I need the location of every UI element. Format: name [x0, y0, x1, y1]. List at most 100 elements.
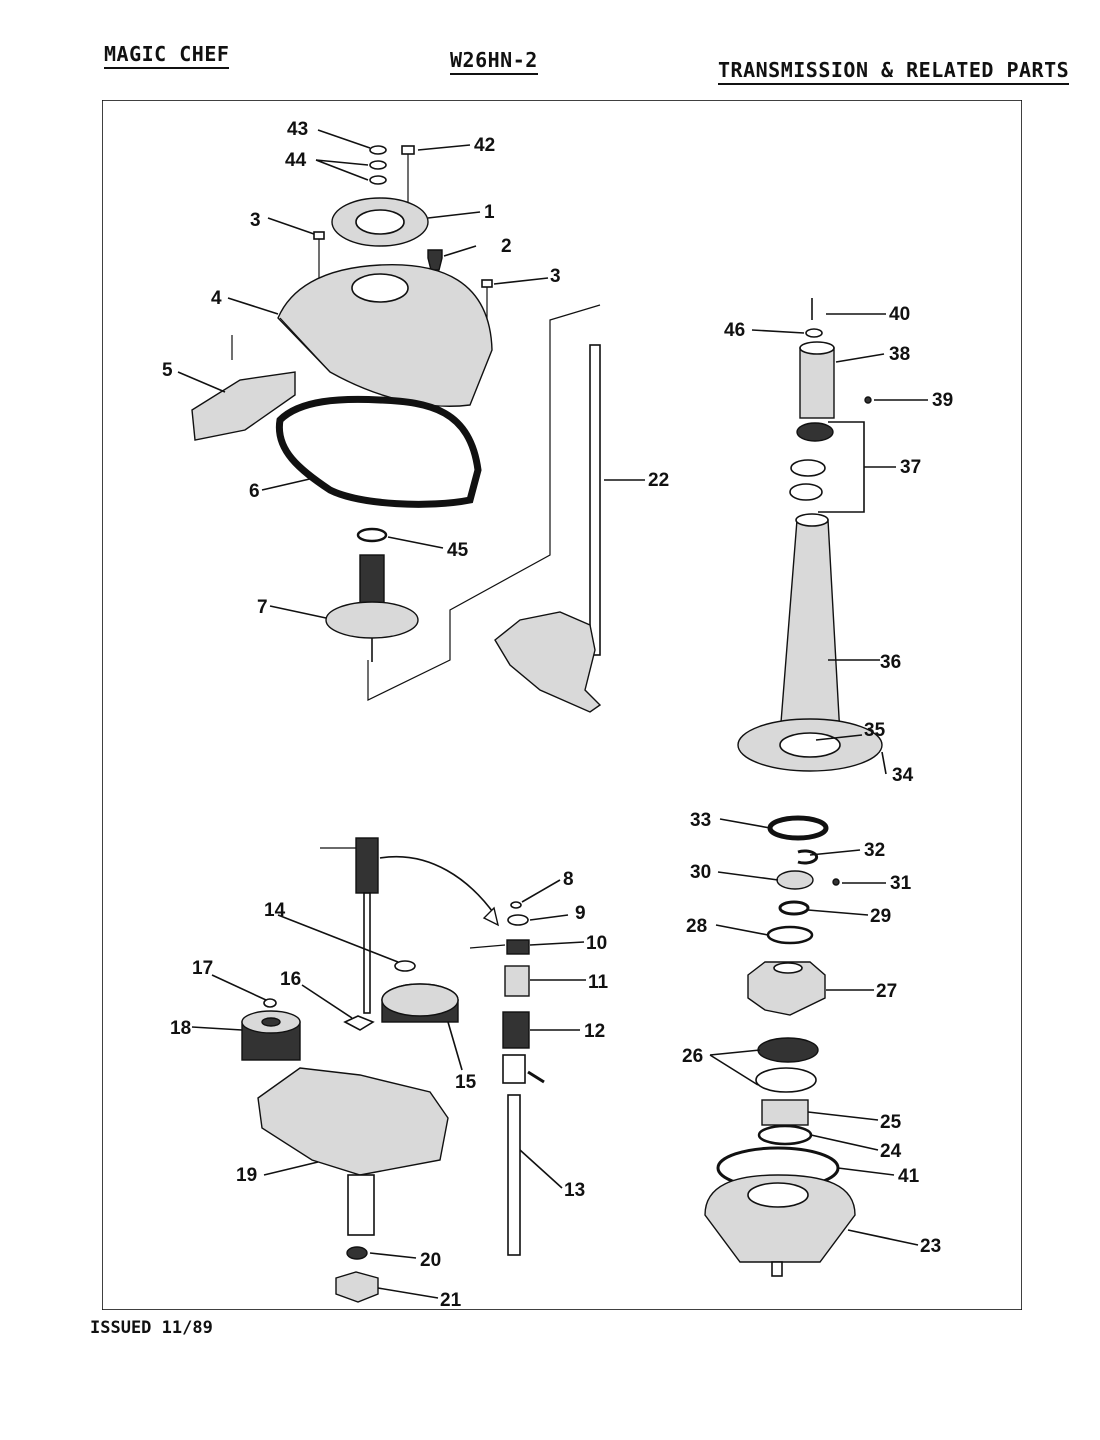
- seal-20: [346, 1246, 368, 1260]
- label-5: 5: [162, 360, 173, 381]
- label-4: 4: [211, 288, 222, 309]
- section-title: TRANSMISSION & RELATED PARTS: [718, 58, 1070, 85]
- label-33: 33: [690, 810, 711, 831]
- label-12: 12: [584, 1021, 605, 1042]
- label-10: 10: [586, 933, 607, 954]
- label-17: 17: [192, 958, 213, 979]
- brand-title: MAGIC CHEF: [104, 42, 230, 69]
- label-11: 11: [588, 972, 609, 993]
- gear-housing-19: [257, 1067, 449, 1176]
- diagram-canvas: 43 44 42 1 2 3 3 4 5 6 45 7 22 40 46 38 …: [102, 100, 1022, 1310]
- seal-26b: [755, 1067, 817, 1093]
- leader-lines: [177, 129, 928, 1299]
- seal-26a: [757, 1037, 819, 1063]
- washer-14: [394, 960, 416, 972]
- shaft-13: [507, 1094, 521, 1256]
- label-3-left: 3: [250, 210, 261, 231]
- label-30: 30: [690, 862, 711, 883]
- seal-37a: [796, 422, 834, 442]
- label-6: 6: [249, 481, 260, 502]
- label-46: 46: [724, 320, 745, 341]
- screw-3-right: [481, 279, 493, 288]
- label-20: 20: [420, 1250, 441, 1271]
- label-27: 27: [876, 981, 897, 1002]
- block-5: [191, 371, 296, 441]
- label-39: 39: [932, 390, 953, 411]
- label-21: 21: [440, 1290, 462, 1310]
- pin-39: [864, 396, 872, 404]
- label-9: 9: [575, 903, 586, 924]
- label-45: 45: [447, 540, 469, 561]
- hub-27: [747, 961, 826, 1016]
- screw-3-left: [313, 231, 325, 240]
- model-number: W26HN-2: [450, 48, 538, 75]
- bushing-21: [335, 1271, 379, 1303]
- label-34: 34: [892, 765, 914, 786]
- label-18: 18: [170, 1018, 191, 1039]
- spring-10: [506, 939, 530, 955]
- washer-17: [263, 998, 277, 1008]
- label-41: 41: [898, 1166, 920, 1187]
- base-23: [704, 1174, 856, 1263]
- label-24: 24: [880, 1141, 902, 1162]
- agitator-tube-36: [779, 519, 841, 736]
- o-ring-28: [766, 925, 814, 945]
- washer-43: [369, 145, 387, 155]
- pin-8: [510, 901, 522, 909]
- bearing-25: [761, 1099, 809, 1126]
- label-32: 32: [864, 840, 885, 861]
- seal-37c: [789, 483, 823, 501]
- label-8: 8: [563, 869, 574, 890]
- bushing-11: [504, 965, 530, 997]
- gasket-6: [275, 395, 482, 508]
- cam-assembly-22: [494, 611, 602, 713]
- pin-31: [832, 878, 840, 886]
- washer-9: [507, 914, 529, 926]
- bolt-42: [401, 145, 415, 155]
- label-22: 22: [648, 470, 669, 491]
- label-31: 31: [890, 873, 912, 894]
- label-19: 19: [236, 1165, 257, 1186]
- washer-44b: [369, 175, 387, 185]
- shaft-22: [589, 344, 601, 656]
- label-37: 37: [900, 457, 921, 478]
- seal-37b: [790, 459, 826, 477]
- label-44: 44: [285, 150, 307, 171]
- label-35: 35: [864, 720, 886, 741]
- washer-44a: [369, 160, 387, 170]
- worm-shaft: [355, 837, 379, 894]
- label-40: 40: [889, 304, 910, 325]
- bearing-30: [776, 870, 814, 890]
- label-42: 42: [474, 135, 495, 156]
- label-23: 23: [920, 1236, 941, 1257]
- flange-7: [325, 601, 419, 639]
- label-13: 13: [564, 1180, 585, 1201]
- ring-33: [767, 815, 829, 841]
- label-15: 15: [455, 1072, 477, 1093]
- o-ring-45: [356, 527, 388, 543]
- label-14: 14: [264, 900, 286, 921]
- assembly-arrow: [379, 855, 496, 916]
- label-16: 16: [280, 969, 301, 990]
- label-28: 28: [686, 916, 707, 937]
- label-2: 2: [501, 236, 512, 257]
- washer-29: [778, 900, 810, 916]
- label-38: 38: [889, 344, 910, 365]
- label-26: 26: [682, 1046, 703, 1067]
- splined-bushing-38: [799, 347, 835, 419]
- washer-16: [343, 1015, 375, 1031]
- issued-date: ISSUED 11/89: [90, 1318, 213, 1338]
- ring-24: [757, 1124, 813, 1146]
- label-7: 7: [257, 597, 268, 618]
- label-43: 43: [287, 119, 308, 140]
- plug-2: [427, 249, 443, 271]
- flange-hub-35: [779, 732, 841, 758]
- clip-32: [797, 849, 819, 865]
- spring-12: [502, 1011, 530, 1049]
- label-3-right: 3: [550, 266, 561, 287]
- label-1: 1: [484, 202, 495, 223]
- washer-46: [805, 328, 823, 338]
- label-29: 29: [870, 906, 891, 927]
- label-36: 36: [880, 652, 901, 673]
- label-25: 25: [880, 1112, 902, 1133]
